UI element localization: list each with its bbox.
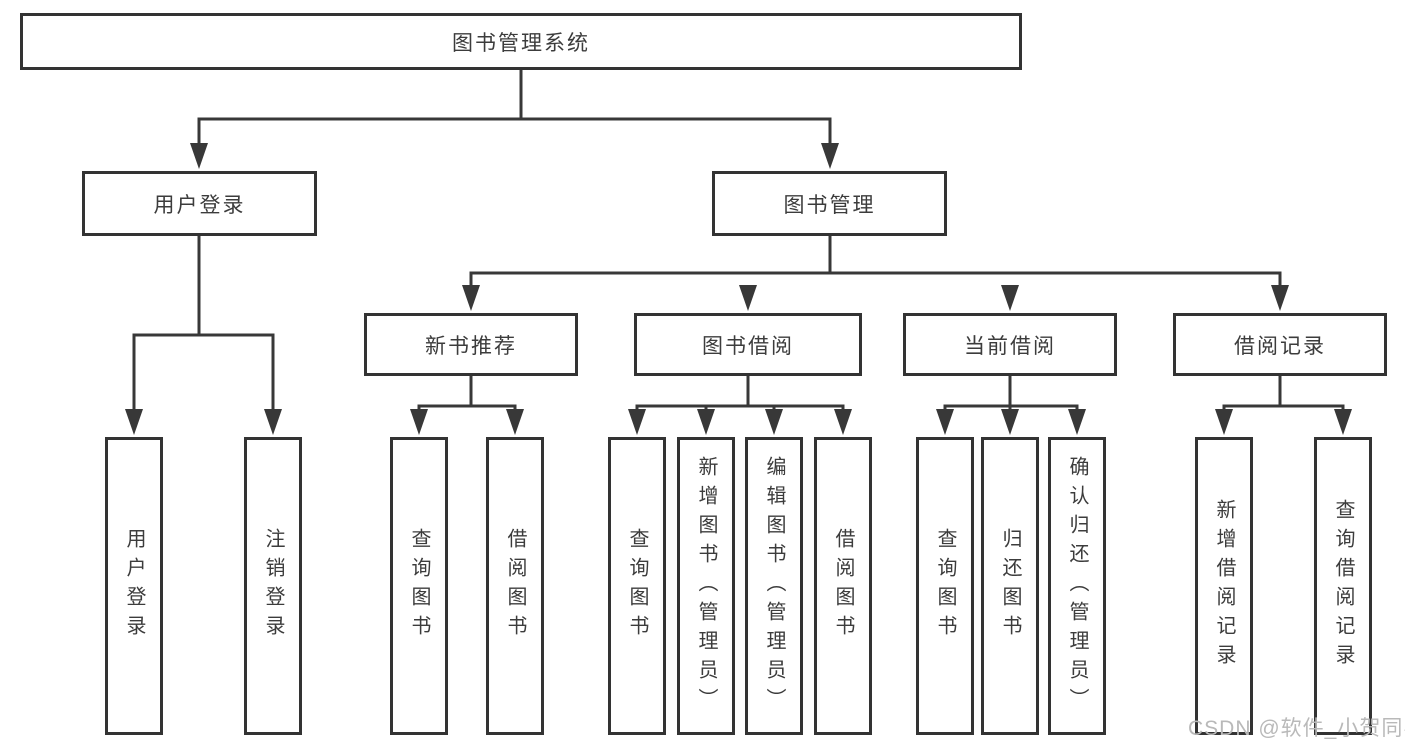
arrowhead-down-icon [936, 409, 954, 435]
node-root-label: 图书管理系统 [452, 31, 590, 55]
connector-new-book-to-leaves [417, 376, 517, 411]
leaf-query-books-recommend-label: 查询图书 [408, 528, 430, 644]
arrowhead-down-icon [697, 409, 715, 435]
arrowheads [125, 143, 1352, 435]
node-current-borrowing: 当前借阅 [903, 313, 1117, 376]
node-borrow-records-label: 借阅记录 [1234, 334, 1326, 358]
arrowhead-down-icon [506, 409, 524, 435]
arrowhead-down-icon [264, 409, 282, 435]
leaf-query-books-current-label: 查询图书 [934, 528, 956, 644]
arrowhead-down-icon [1001, 285, 1019, 311]
leaf-user-login-label: 用户登录 [123, 528, 145, 644]
leaf-add-book-admin-label: 新增图书（管理员） [695, 455, 717, 717]
connector-paths [132, 70, 1345, 411]
arrowhead-down-icon [1215, 409, 1233, 435]
connector-current-borrow-to-leaves [943, 376, 1079, 411]
leaf-query-books-borrow-label: 查询图书 [626, 528, 648, 644]
leaf-query-books-borrow: 查询图书 [608, 437, 666, 735]
node-user-login: 用户登录 [82, 171, 317, 236]
node-book-management-label: 图书管理 [783, 193, 876, 217]
leaf-borrow-books: 借阅图书 [814, 437, 872, 735]
leaf-logout: 注销登录 [244, 437, 302, 735]
leaf-borrow-books-recommend: 借阅图书 [486, 437, 544, 735]
leaf-return-books-label: 归还图书 [999, 528, 1021, 644]
connector-root-to-level2 [197, 70, 832, 145]
node-borrow-records: 借阅记录 [1173, 313, 1387, 376]
node-new-book-recommend: 新书推荐 [364, 313, 578, 376]
leaf-return-books: 归还图书 [981, 437, 1039, 735]
arrowhead-down-icon [190, 143, 208, 169]
leaf-query-borrow-record-label: 查询借阅记录 [1332, 499, 1354, 673]
leaf-add-borrow-record: 新增借阅记录 [1195, 437, 1253, 735]
node-new-book-recommend-label: 新书推荐 [425, 334, 517, 358]
arrowhead-down-icon [125, 409, 143, 435]
leaf-edit-book-admin-label: 编辑图书（管理员） [763, 455, 785, 717]
connector-book-mgmt-to-level3 [469, 236, 1282, 287]
csdn-watermark: CSDN @软件_小贺同学 [1188, 717, 1405, 740]
leaf-add-borrow-record-label: 新增借阅记录 [1213, 499, 1235, 673]
arrowhead-down-icon [1334, 409, 1352, 435]
arrowhead-down-icon [1001, 409, 1019, 435]
leaf-confirm-return-admin: 确认归还（管理员） [1048, 437, 1106, 735]
connector-borrow-records-to-leaves [1222, 376, 1345, 411]
node-user-login-label: 用户登录 [153, 193, 246, 217]
connector-book-borrow-to-leaves [635, 376, 845, 411]
arrowhead-down-icon [821, 143, 839, 169]
leaf-borrow-books-label: 借阅图书 [832, 528, 854, 644]
node-book-management: 图书管理 [712, 171, 947, 236]
arrowhead-down-icon [462, 285, 480, 311]
leaf-borrow-books-recommend-label: 借阅图书 [504, 528, 526, 644]
arrowhead-down-icon [1271, 285, 1289, 311]
node-book-borrowing: 图书借阅 [634, 313, 862, 376]
leaf-confirm-return-admin-label: 确认归还（管理员） [1066, 455, 1088, 717]
leaf-query-borrow-record: 查询借阅记录 [1314, 437, 1372, 735]
arrowhead-down-icon [410, 409, 428, 435]
arrowhead-down-icon [628, 409, 646, 435]
leaf-query-books-current: 查询图书 [916, 437, 974, 735]
leaf-logout-label: 注销登录 [262, 528, 284, 644]
leaf-user-login: 用户登录 [105, 437, 163, 735]
node-root: 图书管理系统 [20, 13, 1022, 70]
node-book-borrowing-label: 图书借阅 [702, 334, 794, 358]
leaf-edit-book-admin: 编辑图书（管理员） [745, 437, 803, 735]
arrowhead-down-icon [739, 285, 757, 311]
connector-user-login-to-leaves [132, 236, 275, 411]
arrowhead-down-icon [765, 409, 783, 435]
leaf-add-book-admin: 新增图书（管理员） [677, 437, 735, 735]
leaf-query-books-recommend: 查询图书 [390, 437, 448, 735]
node-current-borrowing-label: 当前借阅 [964, 334, 1056, 358]
arrowhead-down-icon [1068, 409, 1086, 435]
arrowhead-down-icon [834, 409, 852, 435]
